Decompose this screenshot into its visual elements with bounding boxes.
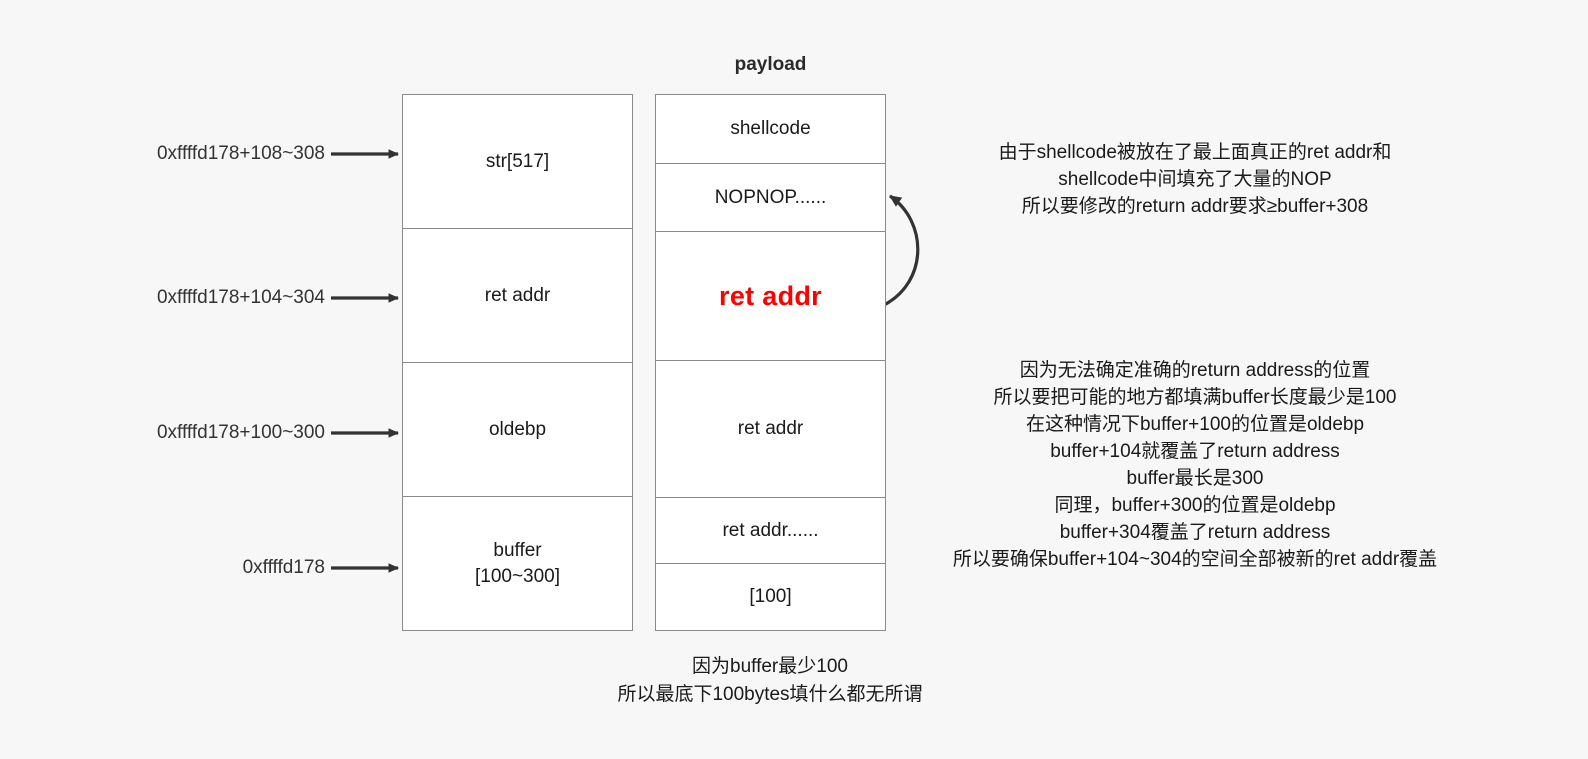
annotation-mid-line-5: buffer最长是300 [1126,467,1264,489]
annotation-mid-line-8: 所以要确保buffer+104~304的空间全部被新的ret addr覆盖 [952,548,1438,570]
stack-cell-oldebp-label: oldebp [488,418,547,440]
annotation-bottom-line-2: 所以最底下100bytes填什么都无所谓 [617,683,923,705]
stack-cell-buffer-label: buffer [493,539,542,561]
annotation-return-address-coverage: 因为无法确定准确的return address的位置 所以要把可能的地方都填满b… [905,358,1485,574]
annotation-mid-line-7: buffer+304覆盖了return address [1059,521,1331,543]
annotation-top-line-3: 所以要修改的return addr要求≥buffer+308 [1021,195,1369,217]
stack-cell-str-label: str[517] [485,150,550,172]
payload-cell-retaddr-label: ret addr [737,418,804,439]
stack-cell-oldebp: oldebp [403,363,632,497]
address-label-str: 0xffffd178+108~308 [156,143,325,164]
payload-cell-retaddr-repeat: ret addr...... [656,498,885,564]
curved-arrow-ret-to-nop [883,194,920,307]
stack-cell-buffer-range: [100~300] [474,565,561,587]
payload-cell-padding: [100] [656,564,885,629]
annotation-bottom-line-1: 因为buffer最少100 [692,656,848,677]
payload-cell-shellcode: shellcode [656,95,885,164]
payload-cell-retaddr-repeat-label: ret addr...... [722,519,819,541]
annotation-mid-line-1: 因为无法确定准确的return address的位置 [1019,360,1371,381]
annotation-mid-line-3: 在这种情况下buffer+100的位置是oldebp [1025,413,1365,435]
address-label-oldebp: 0xffffd178+100~300 [156,422,325,443]
address-label-retaddr: 0xffffd178+104~304 [156,287,325,308]
payload-diagram: shellcode NOPNOP...... ret addr ret addr… [655,94,886,631]
stack-cell-str: str[517] [403,95,632,229]
annotation-mid-line-6: 同理，buffer+300的位置是oldebp [1054,494,1336,516]
payload-cell-nop: NOPNOP...... [656,164,885,232]
stack-cell-retaddr-label: ret addr [484,284,551,306]
stack-diagram: str[517] ret addr oldebp buffer [100~300… [402,94,633,631]
payload-cell-retaddr-highlight: ret addr [656,232,885,361]
payload-cell-retaddr: ret addr [656,361,885,498]
annotation-top-line-2: shellcode中间填充了大量的NOP [1058,168,1332,190]
address-label-buffer: 0xffffd178 [242,557,325,578]
payload-cell-shellcode-label: shellcode [730,118,811,139]
annotation-top-line-1: 由于shellcode被放在了最上面真正的ret addr和 [998,142,1392,163]
annotation-shellcode-placement: 由于shellcode被放在了最上面真正的ret addr和 shellcode… [930,140,1460,221]
payload-cell-retaddr-highlight-label: ret addr [719,280,822,311]
stack-cell-retaddr: ret addr [403,229,632,363]
payload-title: payload [734,54,807,75]
payload-cell-padding-label: [100] [749,585,792,607]
payload-cell-nop-label: NOPNOP...... [714,186,827,208]
annotation-mid-line-4: buffer+104就覆盖了return address [1050,440,1340,462]
annotation-mid-line-2: 所以要把可能的地方都填满buffer长度最少是100 [993,386,1397,408]
stack-cell-buffer: buffer [100~300] [403,497,632,630]
annotation-buffer-padding: 因为buffer最少100 所以最底下100bytes填什么都无所谓 [540,653,1000,708]
